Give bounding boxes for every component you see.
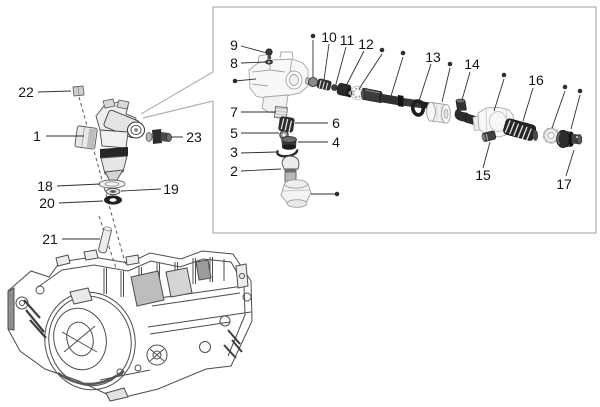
callout-label-3: 3 [230, 144, 238, 160]
part-4-cap [281, 136, 297, 150]
callout-label-2: 2 [230, 163, 238, 179]
part-9-screw [265, 48, 273, 59]
part-13-oring [410, 99, 426, 117]
part-16-spring [503, 118, 539, 142]
knurled-nut [542, 127, 560, 144]
part-17-fitting [556, 130, 583, 148]
part-8-washer [265, 59, 273, 65]
part-11-bead [331, 84, 338, 91]
detail-box [140, 6, 597, 234]
callout-label-23: 23 [186, 129, 202, 145]
damper-body [280, 179, 312, 208]
callout-label-12: 12 [358, 36, 374, 52]
check-ball [305, 76, 319, 88]
callout-label-22: 22 [18, 84, 34, 100]
bushing [426, 101, 451, 124]
callout-label-8: 8 [230, 55, 238, 71]
part-15-cylinder [481, 130, 497, 142]
callout-label-4: 4 [332, 134, 340, 150]
pump-housing [248, 51, 309, 114]
part-20-oring [104, 195, 122, 205]
part-12-cylinder [336, 83, 353, 98]
part-18-washer [98, 179, 126, 189]
part-6-spring [278, 116, 295, 133]
part-19-washer [105, 187, 121, 196]
callout-label-15: 15 [475, 167, 491, 183]
callout-label-18: 18 [37, 178, 53, 194]
callout-label-1: 1 [33, 128, 41, 144]
callout-label-14: 14 [464, 56, 480, 72]
callout-label-10: 10 [321, 29, 337, 45]
leader-lines [37, 33, 583, 240]
part-3-snap-ring [276, 149, 299, 158]
callout-label-11: 11 [339, 32, 355, 48]
part-21-pin [98, 226, 113, 254]
engine-casing-drawing [7, 249, 253, 402]
callout-label-17: 17 [556, 176, 572, 192]
callout-label-13: 13 [425, 49, 441, 65]
callout-label-6: 6 [332, 115, 340, 131]
callout-label-21: 21 [42, 231, 58, 247]
part-7-spring [273, 105, 288, 120]
part-23-bolt [145, 129, 172, 144]
part-10-spring [316, 78, 332, 91]
callout-label-20: 20 [39, 195, 55, 211]
part-22-plug [72, 85, 85, 97]
injector-assembly-drawing [72, 85, 172, 254]
part-1-injector [74, 98, 145, 182]
callout-label-7: 7 [230, 104, 238, 120]
callout-label-16: 16 [528, 72, 544, 88]
callout-label-9: 9 [230, 37, 238, 53]
callout-label-19: 19 [163, 181, 179, 197]
callout-label-5: 5 [230, 125, 238, 141]
exploded-parts-drawing [248, 48, 583, 208]
